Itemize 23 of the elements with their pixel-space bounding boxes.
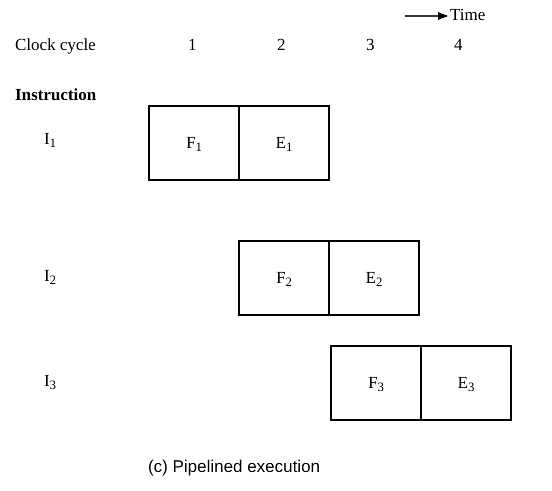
row-label: Clock cycle [15, 34, 96, 56]
instruction-label: I$_{2}$ [44, 265, 56, 286]
stage-label: E$_{2}$ [366, 267, 382, 291]
caption: (c) Pipelined execution [148, 456, 320, 478]
stage-box [240, 105, 330, 181]
cycle-number: 1 [188, 34, 196, 56]
stage-box [422, 345, 512, 421]
stage-label: E$_{3}$ [458, 372, 474, 396]
stage-label: F$_{3}$ [368, 372, 384, 396]
stage-box [330, 345, 422, 421]
instruction-label: I$_{1}$ [44, 128, 56, 150]
instruction-label: I$_{3}$ [44, 370, 56, 392]
stage-label: F$_{2}$ [276, 267, 292, 291]
cycle-number: 2 [277, 34, 286, 56]
stage-box [238, 240, 330, 316]
axis-label: Time [450, 4, 486, 26]
column-heading: Instruction [15, 84, 96, 106]
stage-box [148, 105, 240, 181]
cycle-number: 3 [366, 34, 374, 56]
stage-label: F$_{1}$ [186, 132, 202, 156]
stage-box [330, 240, 420, 316]
stage-label: E$_{1}$ [276, 132, 292, 156]
cycle-number: 4 [454, 34, 462, 56]
